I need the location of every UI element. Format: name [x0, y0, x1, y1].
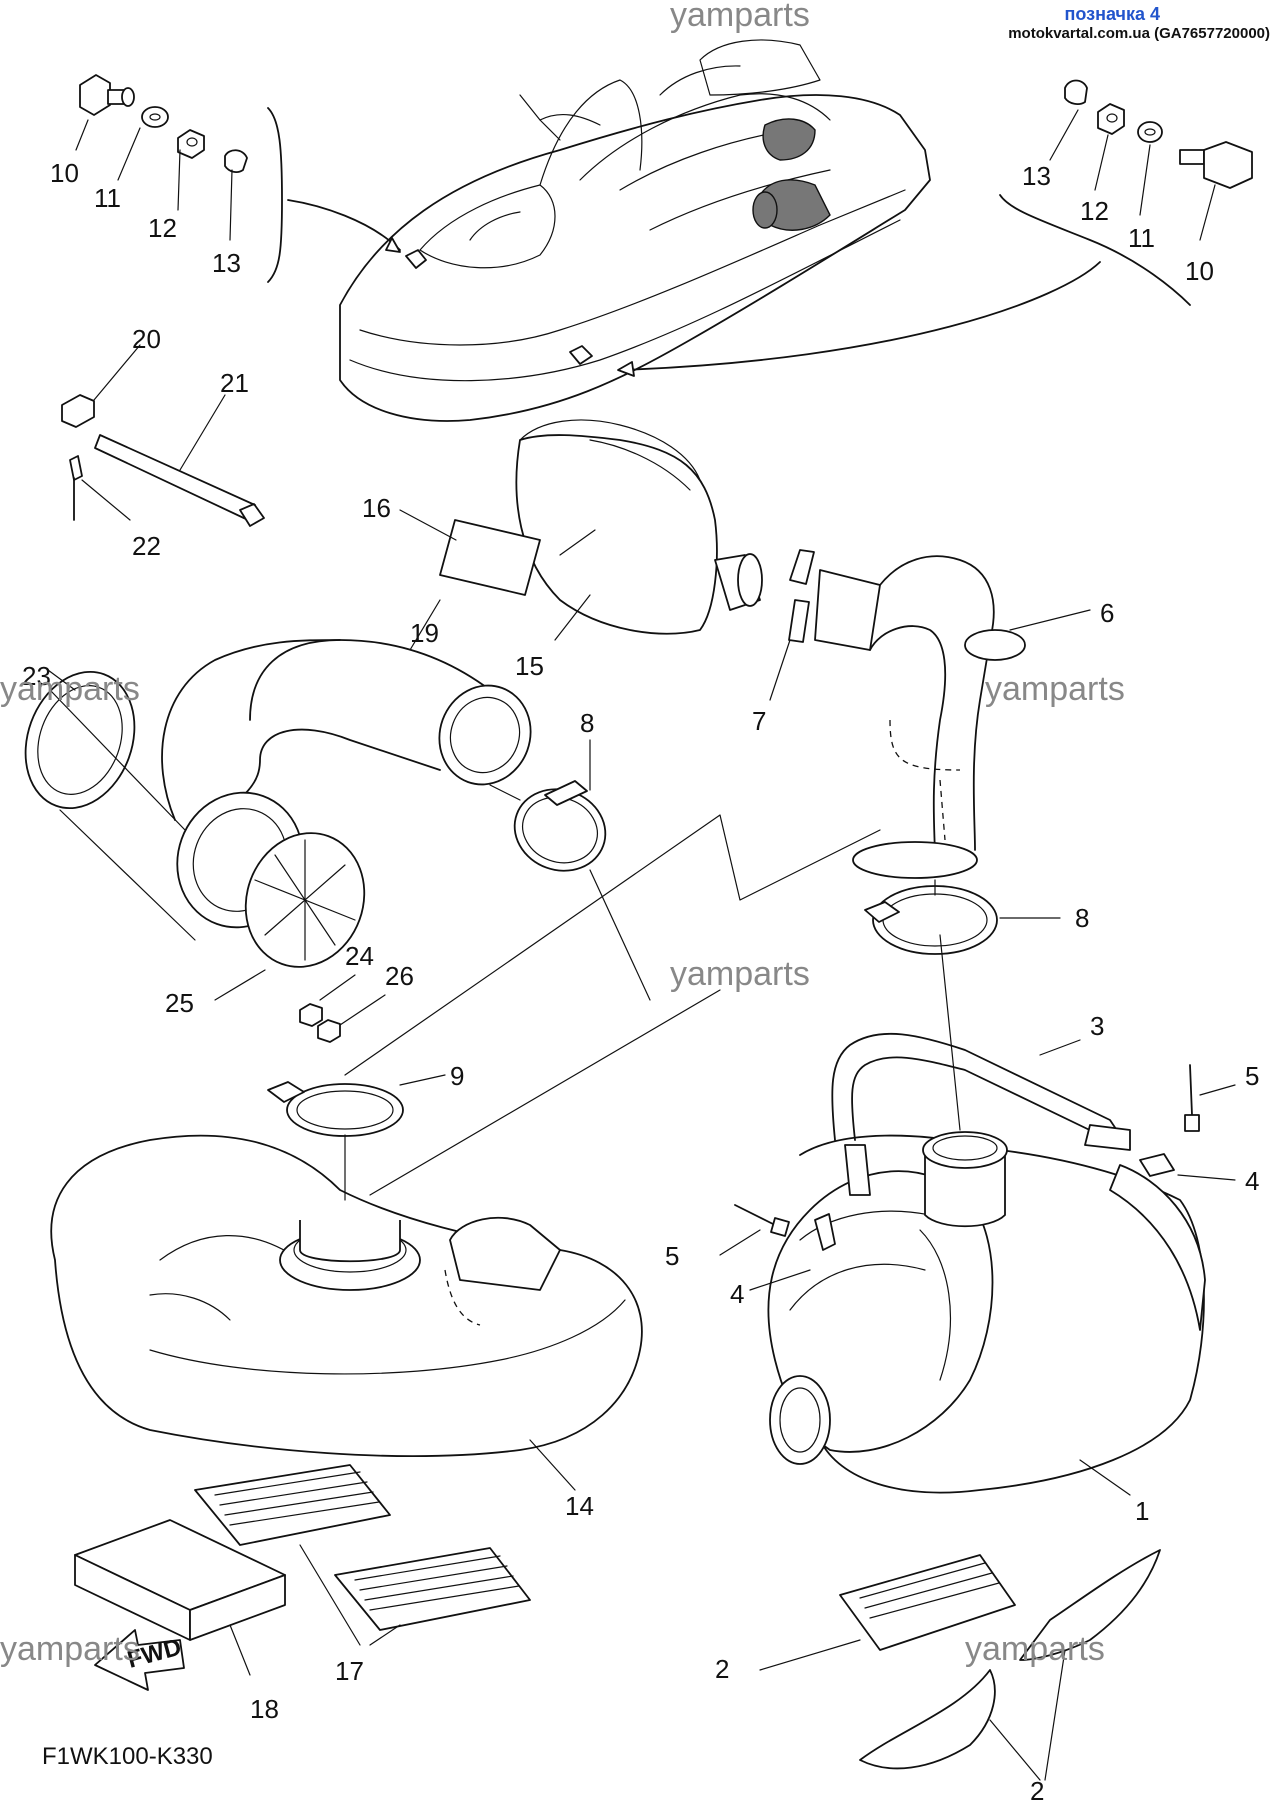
callout-25: 25	[165, 988, 194, 1018]
callout-13-left: 13	[212, 248, 241, 278]
hose-clamp-9	[267, 1074, 446, 1201]
drain-plug-assembly-left	[75, 74, 401, 283]
watermark: yamparts	[0, 670, 140, 708]
cable-tie-hardware	[61, 344, 265, 527]
callout-6: 6	[1100, 598, 1114, 628]
callout-18: 18	[250, 1694, 279, 1724]
watermark: yamparts	[0, 1630, 140, 1668]
sponge-pads-17	[194, 1464, 531, 1646]
callout-13-right: 13	[1022, 161, 1051, 191]
callout-2-left: 2	[715, 1654, 729, 1684]
callout-4-right: 4	[1245, 1166, 1259, 1196]
callout-7: 7	[752, 706, 766, 736]
fwd-arrow-icon: FWD	[94, 1629, 185, 1691]
callout-12-left: 12	[148, 213, 177, 243]
hose-clamp-8-lower	[864, 879, 1061, 955]
source-label: motokvartal.com.ua (GA7657720000)	[1008, 24, 1270, 42]
diagram-code: F1WK100-K330	[42, 1743, 213, 1770]
callout-23: 23	[22, 661, 51, 691]
callout-labels: 10 11 12 13 13 12 11 10 20 21 22 16 15 6…	[22, 158, 1259, 1800]
intake-box-15	[399, 419, 763, 641]
watermark: yamparts	[965, 1630, 1105, 1668]
callout-2-bottom: 2	[1030, 1776, 1044, 1800]
callout-3: 3	[1090, 1011, 1104, 1041]
flow-connector-line	[344, 814, 881, 1076]
silencer-14	[50, 1134, 643, 1491]
callout-8-lower: 8	[1075, 903, 1089, 933]
callout-5-left: 5	[665, 1241, 679, 1271]
callout-16: 16	[362, 493, 391, 523]
callout-10-right: 10	[1185, 256, 1214, 286]
callout-1: 1	[1135, 1496, 1149, 1526]
callout-5-right: 5	[1245, 1061, 1259, 1091]
callout-22: 22	[132, 531, 161, 561]
callout-15: 15	[515, 651, 544, 681]
rivet-brackets-4-5	[719, 1064, 1236, 1291]
tag-label: позначка 4	[1064, 4, 1161, 24]
header-badge: позначка 4 motokvartal.com.ua (GA7657720…	[1008, 4, 1270, 42]
duct-19	[24, 599, 532, 1043]
callout-20: 20	[132, 324, 161, 354]
flow-connector-line-2	[369, 989, 721, 1196]
air-box-1	[767, 1131, 1206, 1496]
callout-12-right: 12	[1080, 196, 1109, 226]
pads-2	[759, 1549, 1161, 1781]
callout-8-upper: 8	[580, 708, 594, 738]
callout-14: 14	[565, 1491, 594, 1521]
intake-hose-6	[769, 549, 1091, 879]
hose-clamp-8-upper	[489, 739, 607, 872]
callout-21: 21	[220, 368, 249, 398]
callout-11-right: 11	[1128, 223, 1155, 253]
callout-4-left: 4	[730, 1279, 744, 1309]
watermark: yamparts	[670, 955, 810, 993]
callout-19: 19	[410, 618, 439, 648]
drain-plug-assembly-right	[617, 79, 1253, 377]
watermark: yamparts	[985, 670, 1125, 708]
strap-3	[831, 934, 1131, 1196]
callout-11-left: 11	[94, 183, 121, 213]
callout-24: 24	[345, 941, 374, 971]
watercraft-hull	[339, 39, 931, 422]
watermark: yamparts	[670, 0, 810, 34]
flow-connector-line-3	[589, 869, 651, 1001]
watermarks: yamparts yamparts yamparts yamparts yamp…	[0, 0, 1125, 1668]
callout-26: 26	[385, 961, 414, 991]
callout-10-left: 10	[50, 158, 79, 188]
sponge-block-18	[74, 1519, 286, 1676]
callout-17: 17	[335, 1656, 364, 1686]
callout-9: 9	[450, 1061, 464, 1091]
